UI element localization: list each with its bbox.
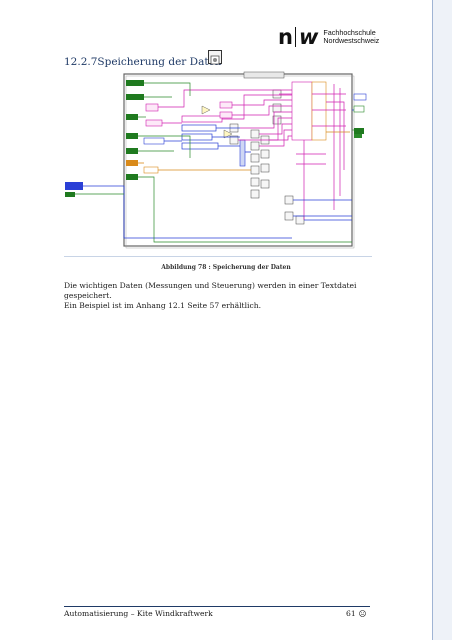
block-diagram-figure bbox=[64, 70, 372, 257]
fhnw-logo: n w Fachhochschule Nordwestschweiz bbox=[278, 25, 380, 49]
smiley-icon bbox=[358, 610, 366, 617]
footer-rule bbox=[64, 606, 370, 607]
logo-text: Fachhochschule Nordwestschweiz bbox=[323, 27, 380, 46]
paragraph-1: Die wichtigen Daten (Messungen und Steue… bbox=[64, 281, 357, 301]
logo-line-2: Nordwestschweiz bbox=[323, 36, 380, 45]
body-text: Die wichtigen Daten (Messungen und Steue… bbox=[64, 281, 404, 312]
logo-line-1: Fachhochschule bbox=[323, 27, 376, 37]
paragraph-2: Ein Beispiel ist im Anhang 12.1 Seite 57… bbox=[64, 301, 262, 311]
page-edge-strip bbox=[433, 0, 452, 640]
logo-mark: n w bbox=[278, 25, 318, 49]
left-controls bbox=[65, 80, 144, 197]
section-heading: 12.2.7Speicherung der Daten bbox=[64, 56, 222, 68]
page-number: 61 bbox=[346, 609, 356, 618]
logo-divider bbox=[294, 27, 296, 47]
block-diagram bbox=[65, 71, 367, 249]
footer-page: 61 bbox=[346, 609, 366, 618]
section-number: 12.2.7 bbox=[64, 56, 98, 68]
page-edge-line bbox=[432, 0, 433, 640]
figure-caption: Abbildung 78 : Speicherung der Daten bbox=[161, 264, 291, 271]
section-title: Speicherung der Daten bbox=[97, 56, 222, 68]
labview-vi-icon bbox=[208, 50, 222, 65]
footer-title: Automatisierung – Kite Windkraftwerk bbox=[64, 609, 213, 618]
logo-mark-w: w bbox=[298, 25, 318, 49]
logo-mark-n: n bbox=[278, 25, 293, 49]
